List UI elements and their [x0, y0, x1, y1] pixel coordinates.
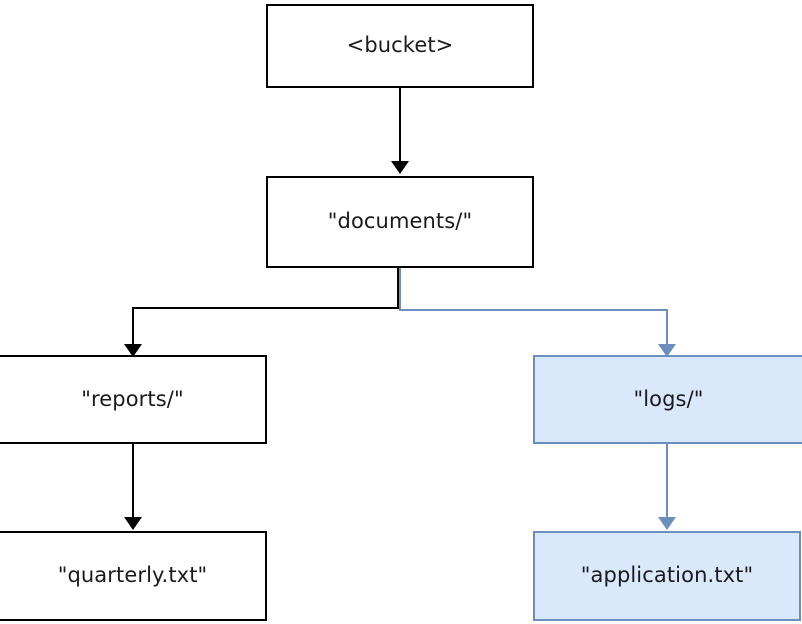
edge-reports-quarterly-arrowhead: [124, 517, 142, 530]
edge-documents-split-stem-black: [397, 268, 399, 309]
node-documents-label: "documents/": [327, 209, 473, 234]
node-quarterly[interactable]: "quarterly.txt": [0, 531, 267, 621]
node-bucket[interactable]: <bucket>: [266, 4, 534, 88]
node-documents[interactable]: "documents/": [266, 176, 534, 268]
edge-documents-logs-drop: [666, 309, 668, 347]
edge-documents-logs-horizontal: [399, 309, 668, 311]
edge-documents-reports-arrowhead: [124, 344, 142, 357]
node-logs-label: "logs/": [633, 386, 704, 411]
node-reports-label: "reports/": [81, 386, 184, 411]
edge-logs-application-line: [666, 444, 668, 518]
edge-reports-quarterly-line: [132, 444, 134, 518]
node-application[interactable]: "application.txt": [533, 531, 801, 621]
edge-documents-reports-horizontal: [132, 307, 399, 309]
edge-logs-application-arrowhead: [658, 517, 676, 530]
edge-bucket-documents-line: [399, 88, 401, 162]
node-logs[interactable]: "logs/": [533, 355, 802, 444]
node-bucket-label: <bucket>: [346, 33, 454, 58]
node-quarterly-label: "quarterly.txt": [57, 563, 208, 588]
edge-documents-reports-drop: [132, 307, 134, 347]
node-reports[interactable]: "reports/": [0, 355, 267, 444]
edge-documents-logs-arrowhead: [658, 344, 676, 357]
edge-bucket-documents-arrowhead: [391, 161, 409, 174]
edge-documents-split-stem-blue: [399, 268, 401, 309]
node-application-label: "application.txt": [580, 563, 754, 588]
